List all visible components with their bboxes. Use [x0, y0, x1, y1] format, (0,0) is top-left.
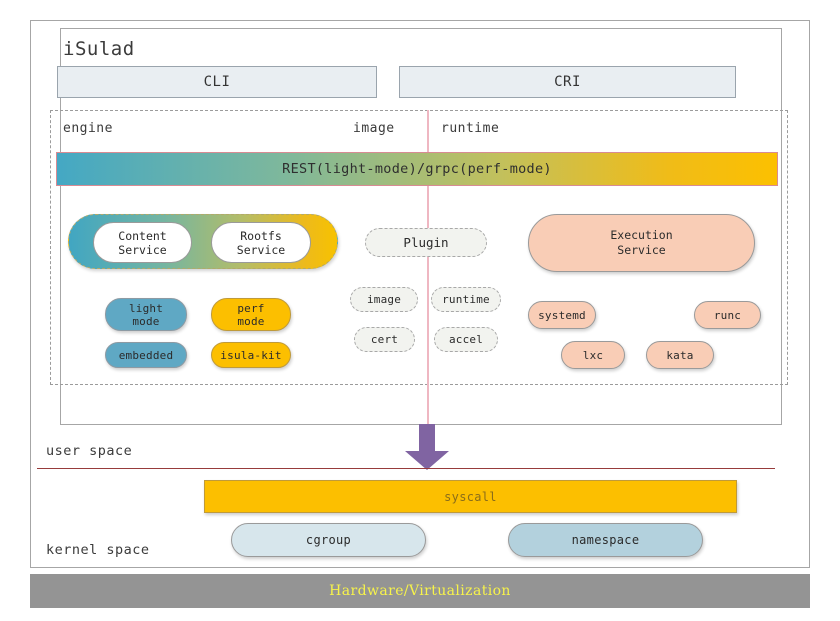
pill-kata[interactable]: kata: [646, 341, 714, 369]
kernel-object-namespace-label: namespace: [571, 533, 640, 547]
pill-perf-mode-line1: perf: [237, 301, 265, 315]
down-arrow-icon: [405, 424, 449, 470]
pill-cert-label: cert: [370, 333, 399, 346]
transport-bar: REST(light-mode)/grpc(perf-mode): [56, 152, 778, 186]
interface-cri[interactable]: CRI: [399, 66, 736, 98]
pill-accel[interactable]: accel: [434, 327, 498, 352]
interface-cri-label: CRI: [554, 74, 581, 90]
pill-lxc[interactable]: lxc: [561, 341, 625, 369]
pill-isula-kit-label: isula-kit: [220, 348, 282, 362]
rootfs-service-line2: Service: [236, 242, 286, 257]
column-label-runtime: runtime: [441, 121, 500, 136]
content-service-line1: Content: [118, 228, 167, 243]
pill-systemd[interactable]: systemd: [528, 301, 596, 329]
pill-accel-label: accel: [448, 333, 484, 346]
pill-light-mode[interactable]: light mode: [105, 298, 187, 331]
label-user-space: user space: [46, 443, 133, 459]
execution-service-node[interactable]: Execution Service: [528, 214, 755, 272]
page-title: iSulad: [63, 38, 135, 60]
pill-light-mode-line1: light: [128, 301, 164, 315]
hardware-layer-label: Hardware/Virtualization: [329, 583, 511, 599]
transport-bar-label: REST(light-mode)/grpc(perf-mode): [282, 161, 552, 177]
plugin-label: Plugin: [403, 235, 449, 250]
content-service-line2: Service: [118, 242, 167, 257]
pill-lxc-label: lxc: [582, 348, 604, 362]
plugin-node[interactable]: Plugin: [365, 228, 487, 257]
syscall-bar: syscall: [204, 480, 737, 513]
service-capsule-group: Content Service Rootfs Service: [68, 214, 338, 269]
pill-image-label: image: [366, 293, 402, 306]
execution-service-line1: Execution: [610, 228, 673, 242]
label-kernel-space: kernel space: [46, 542, 150, 558]
pill-runtime[interactable]: runtime: [431, 287, 501, 312]
interface-cli-label: CLI: [203, 74, 231, 90]
pill-light-mode-line2: mode: [132, 314, 160, 328]
execution-service-line2: Service: [617, 243, 666, 257]
column-label-image: image: [353, 121, 395, 136]
pill-perf-mode[interactable]: perf mode: [211, 298, 291, 331]
pill-cert[interactable]: cert: [354, 327, 415, 352]
column-label-engine: engine: [63, 121, 113, 136]
kernel-object-namespace[interactable]: namespace: [508, 523, 703, 557]
rootfs-service-line1: Rootfs: [240, 228, 282, 243]
pill-systemd-label: systemd: [538, 308, 586, 322]
syscall-label: syscall: [444, 489, 497, 504]
pill-image[interactable]: image: [350, 287, 418, 312]
interface-cli[interactable]: CLI: [57, 66, 377, 98]
hardware-layer-bar: Hardware/Virtualization: [30, 574, 810, 608]
content-service-node[interactable]: Content Service: [93, 222, 192, 263]
column-divider-line: [427, 110, 429, 425]
pill-isula-kit[interactable]: isula-kit: [211, 342, 291, 368]
pill-embedded[interactable]: embedded: [105, 342, 187, 368]
pill-runtime-label: runtime: [442, 293, 490, 306]
engine-dashed-container: [50, 110, 788, 385]
pill-embedded-label: embedded: [118, 348, 174, 362]
kernel-object-cgroup[interactable]: cgroup: [231, 523, 426, 557]
pill-runc[interactable]: runc: [694, 301, 761, 329]
kernel-object-cgroup-label: cgroup: [305, 533, 352, 547]
pill-runc-label: runc: [713, 308, 742, 322]
rootfs-service-node[interactable]: Rootfs Service: [211, 222, 311, 263]
user-kernel-separator: [37, 468, 775, 469]
pill-perf-mode-line2: mode: [237, 314, 265, 328]
pill-kata-label: kata: [666, 348, 694, 362]
